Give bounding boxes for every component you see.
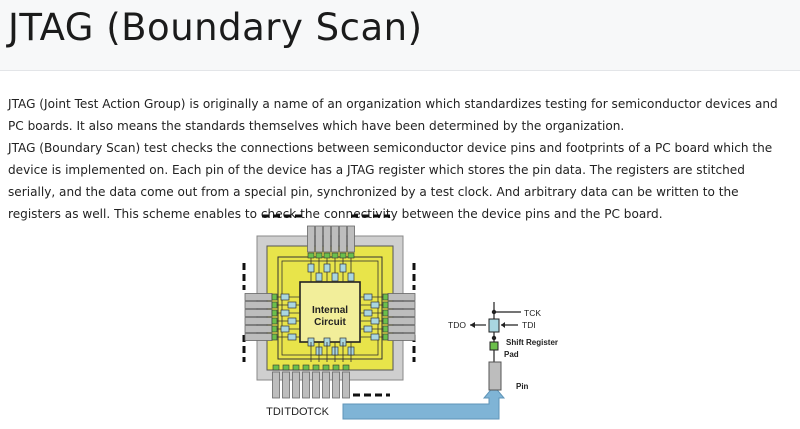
pad <box>272 364 280 371</box>
detail-label-shift-register: Shift Register <box>506 338 558 347</box>
pad <box>271 325 278 333</box>
pin-cell <box>488 361 502 391</box>
pad <box>382 325 389 333</box>
register <box>363 293 373 301</box>
register <box>287 301 297 309</box>
pad <box>331 252 339 259</box>
detail-arrow <box>342 385 506 420</box>
chip-label-line2: Circuit <box>314 317 346 328</box>
register <box>370 333 380 341</box>
register <box>363 325 373 333</box>
right-pins <box>360 293 416 341</box>
pad <box>312 364 320 371</box>
pad <box>271 301 278 309</box>
pad <box>382 317 389 325</box>
detail-label-pin: Pin <box>516 382 529 391</box>
register <box>370 301 380 309</box>
pin-label-tck: TCK <box>307 406 330 418</box>
pin <box>272 371 280 399</box>
pin <box>387 325 416 333</box>
pin <box>315 225 323 253</box>
pin <box>347 225 355 253</box>
pad <box>271 333 278 341</box>
bottom-pins <box>272 337 355 399</box>
register <box>339 263 347 273</box>
pin <box>244 293 273 301</box>
register <box>347 272 355 282</box>
boundary-scan-paragraph: JTAG (Boundary Scan) test checks the con… <box>8 141 773 221</box>
pad <box>315 252 323 259</box>
pin <box>387 317 416 325</box>
pin <box>282 371 290 399</box>
left-pins <box>244 293 300 341</box>
detail-view <box>470 302 521 391</box>
pad <box>302 364 310 371</box>
pin-label-tdi: TDI <box>266 406 284 418</box>
register <box>280 293 290 301</box>
pad <box>382 293 389 301</box>
pin <box>331 225 339 253</box>
shift-register-cell <box>488 318 500 333</box>
pin <box>339 225 347 253</box>
pin <box>322 371 330 399</box>
pad <box>382 309 389 317</box>
register <box>307 263 315 273</box>
pin <box>323 225 331 253</box>
page-header: JTAG (Boundary Scan) <box>0 0 800 71</box>
register <box>280 325 290 333</box>
pin <box>387 333 416 341</box>
intro-paragraph: JTAG (Joint Test Action Group) is origin… <box>8 97 778 133</box>
detail-label-tdi: TDI <box>522 320 536 330</box>
pad <box>271 293 278 301</box>
pad <box>271 317 278 325</box>
pad <box>292 364 300 371</box>
pin <box>244 317 273 325</box>
pin <box>244 309 273 317</box>
chip-label-line1: Internal <box>312 305 348 316</box>
pin <box>244 301 273 309</box>
pad <box>347 252 355 259</box>
internal-circuit-box <box>299 281 361 343</box>
pad <box>322 364 330 371</box>
pad <box>339 252 347 259</box>
pin <box>387 309 416 317</box>
register <box>287 317 297 325</box>
register <box>331 272 339 282</box>
pad-cell <box>489 341 499 351</box>
dash-marks <box>242 214 416 397</box>
register <box>287 333 297 341</box>
pad <box>307 252 315 259</box>
register <box>280 309 290 317</box>
pin <box>244 333 273 341</box>
detail-label-tck: TCK <box>524 308 541 318</box>
register <box>370 317 380 325</box>
pad <box>332 364 340 371</box>
pad <box>382 301 389 309</box>
pin <box>342 371 350 399</box>
pin-label-tdo: TDO <box>284 406 308 418</box>
pad <box>271 309 278 317</box>
pin <box>307 225 315 253</box>
detail-label-tdo: TDO <box>448 320 466 330</box>
register <box>315 272 323 282</box>
pin <box>312 371 320 399</box>
pin <box>244 325 273 333</box>
page-title: JTAG (Boundary Scan) <box>8 6 423 49</box>
pin <box>387 301 416 309</box>
top-pins <box>307 225 355 282</box>
pin <box>302 371 310 399</box>
detail-label-pad: Pad <box>504 350 519 359</box>
pad <box>282 364 290 371</box>
pin <box>292 371 300 399</box>
pin <box>387 293 416 301</box>
register <box>323 263 331 273</box>
pad <box>382 333 389 341</box>
pin <box>332 371 340 399</box>
pad <box>323 252 331 259</box>
register <box>363 309 373 317</box>
pad <box>342 364 350 371</box>
